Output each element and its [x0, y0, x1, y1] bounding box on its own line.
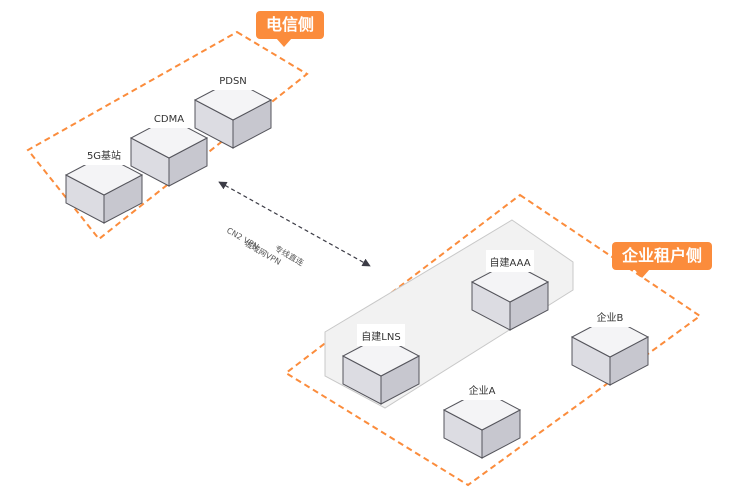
enterprise-side-label: 企业租户侧	[622, 246, 703, 265]
enterprise-side-tag: 企业租户侧	[612, 242, 713, 278]
telecom-region	[26, 30, 309, 241]
node-label-plate	[486, 250, 534, 272]
enterprise-a-node: 企业A	[442, 378, 522, 459]
node-label: PDSN	[219, 76, 247, 87]
self-lns-node: 自建LNS	[341, 324, 421, 405]
node-label: CDMA	[154, 114, 184, 125]
enterprise-b-node: 企业B	[570, 305, 650, 386]
cdma-node: CDMA	[129, 106, 209, 187]
node-label-plate	[145, 106, 193, 128]
node-label-plate	[357, 324, 405, 346]
node-label-plate	[586, 305, 634, 327]
telecom-side-tag: 电信侧	[256, 11, 325, 47]
telecom-side-label: 电信侧	[266, 15, 315, 34]
callout-tail	[634, 269, 650, 278]
node-label-plate	[458, 378, 506, 400]
self-aaa-node: 自建AAA	[470, 250, 550, 331]
node-label-plate	[209, 68, 257, 90]
node-label-plate	[80, 143, 128, 165]
connection-arrow	[218, 181, 371, 267]
pdsn-node: PDSN	[193, 68, 273, 149]
node-label: 自建AAA	[489, 256, 530, 269]
base-station-node: 5G基站	[64, 143, 144, 224]
callout-tail	[276, 38, 292, 47]
node-label: 自建LNS	[361, 330, 400, 343]
node-label: 企业A	[469, 384, 496, 397]
node-label: 5G基站	[87, 149, 121, 162]
node-label: 企业B	[597, 311, 624, 324]
